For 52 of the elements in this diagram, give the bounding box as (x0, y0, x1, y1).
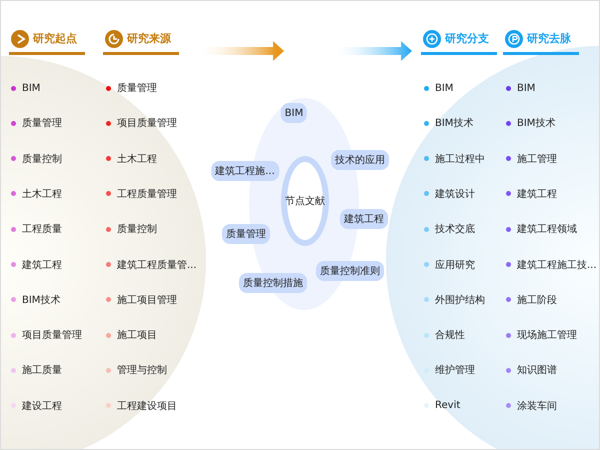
list-item: 质量控制 (117, 222, 157, 236)
keyword-pill: 技术的应用 (331, 150, 389, 170)
list-item: 建筑工程施工技... (517, 258, 597, 272)
list-item: 外围护结构 (435, 294, 485, 307)
list-item: 质量管理 (22, 116, 62, 130)
list-item: 现场施工管理 (517, 328, 577, 342)
list-item: BIM (435, 82, 454, 94)
keyword-pill: 建筑工程 (340, 209, 388, 229)
list-item: 质量控制 (22, 152, 62, 166)
keyword-pill: 质量控制准则 (316, 261, 384, 281)
list-item: 质量管理 (117, 82, 157, 95)
keyword-pill: 质量控制措施 (239, 273, 307, 293)
keyword-pill: 质量管理 (222, 224, 270, 244)
keyword-pill: 建筑工程施... (211, 161, 279, 181)
list-item: 项目质量管理 (22, 328, 82, 342)
list-item: 施工管理 (517, 152, 557, 166)
list-item: 施工项目 (117, 328, 157, 342)
list-item: 应用研究 (435, 258, 475, 272)
list-item: 知识图谱 (517, 364, 557, 378)
list-item: BIM (22, 82, 40, 94)
list-item: 施工过程中 (435, 152, 485, 166)
list-item: Revit (435, 400, 460, 412)
list-item: BIM技术 (435, 116, 474, 130)
list-item: BIM技术 (22, 294, 60, 307)
list-item: BIM技术 (517, 116, 556, 130)
list-item: 管理与控制 (117, 364, 167, 378)
list-item: 建筑设计 (435, 188, 475, 201)
center-title: 节点文献 (285, 194, 325, 208)
list-item: 施工质量 (22, 364, 62, 378)
list-item: 土木工程 (22, 188, 62, 201)
list-item: 工程质量管理 (117, 188, 177, 201)
list-item: 建筑工程质量管... (117, 258, 197, 272)
list-item: 建筑工程 (22, 258, 62, 272)
list-item: 工程建设项目 (117, 400, 177, 413)
list-item: 技术交底 (435, 222, 475, 236)
list-item: 建设工程 (22, 400, 62, 413)
list-item: 涂装车间 (517, 400, 557, 413)
list-item: 建筑工程领域 (517, 222, 577, 236)
list-item: BIM (517, 82, 536, 94)
header-title: 研究来源 (127, 31, 171, 46)
keyword-pill: BIM (280, 103, 308, 123)
header-title: 研究去脉 (527, 31, 571, 46)
list-item: 土木工程 (117, 152, 157, 166)
header-title: 研究分支 (445, 31, 489, 46)
list-item: 项目质量管理 (117, 116, 177, 130)
list-item: 建筑工程 (517, 188, 557, 201)
list-item: 工程质量 (22, 222, 62, 236)
list-item: 施工阶段 (517, 294, 557, 307)
header-title: 研究起点 (33, 31, 77, 46)
list-item: 合规性 (435, 328, 465, 342)
list-item: 维护管理 (435, 364, 475, 378)
list-item: 施工项目管理 (117, 294, 177, 307)
